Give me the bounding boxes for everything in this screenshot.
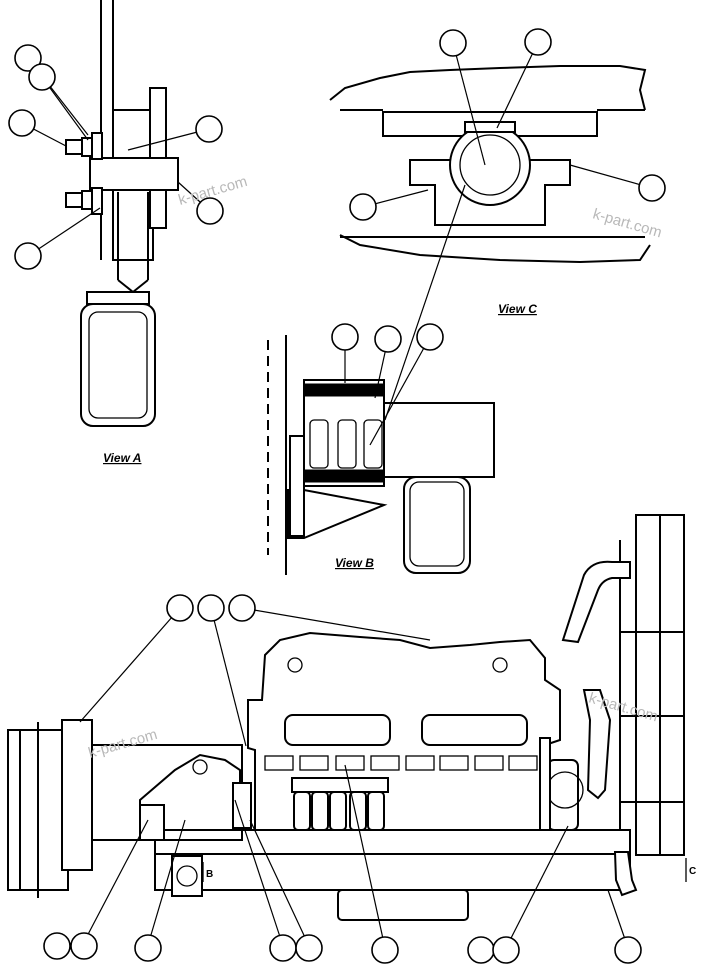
callout-bubble <box>196 197 224 225</box>
callout-bubble <box>14 44 42 72</box>
callouts <box>8 28 666 964</box>
view-c-caption: View C <box>498 302 537 316</box>
callout-bubble <box>492 936 520 964</box>
leader-lines <box>21 41 653 949</box>
callout-bubble <box>295 934 323 962</box>
callout-bubble <box>374 325 402 353</box>
callout-bubble <box>70 932 98 960</box>
callout-bubble <box>269 934 297 962</box>
section-marker-c: C <box>685 858 696 882</box>
view-b: View B <box>267 335 495 575</box>
view-b-caption: View B <box>335 556 374 570</box>
callout-bubble <box>467 936 495 964</box>
view-a-caption: View A <box>103 451 141 465</box>
callout-bubble <box>228 594 256 622</box>
callout-bubble <box>349 193 377 221</box>
callout-bubble <box>195 115 223 143</box>
callout-bubble <box>14 242 42 270</box>
callout-bubble <box>197 594 225 622</box>
callout-bubble <box>638 174 666 202</box>
view-c: View C <box>329 65 651 316</box>
callout-bubble <box>28 63 56 91</box>
section-marker-b: B <box>202 862 213 882</box>
callout-bubble <box>439 29 467 57</box>
callout-bubble <box>614 936 642 964</box>
view-a: View A <box>65 0 179 465</box>
callout-bubble <box>524 28 552 56</box>
section-marker-c-label: C <box>689 866 696 877</box>
callout-bubble <box>371 936 399 964</box>
section-marker-b-label: B <box>206 869 213 880</box>
callout-bubble <box>331 323 359 351</box>
callout-bubble <box>166 594 194 622</box>
callout-bubble <box>134 934 162 962</box>
callout-bubble <box>416 323 444 351</box>
main-assembly <box>7 514 685 921</box>
callout-bubble <box>43 932 71 960</box>
watermark-text: k-part.com <box>591 206 664 242</box>
callout-bubble <box>8 109 36 137</box>
